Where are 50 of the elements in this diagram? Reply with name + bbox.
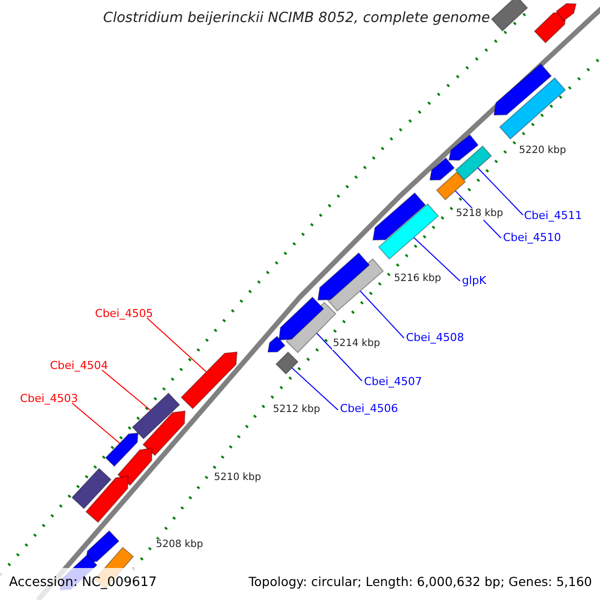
gene-label: Cbei_4510 — [503, 232, 561, 243]
scale-label: 5208 kbp — [155, 539, 204, 551]
gene-feature — [180, 351, 238, 410]
leader-line — [102, 370, 151, 411]
genome-info-text: Topology: circular; Length: 6,000,632 bp; Genes: 5,160 — [248, 576, 592, 588]
scale-label: 5212 kbp — [272, 404, 322, 416]
gene-feature — [436, 172, 466, 200]
leader-line — [477, 167, 524, 216]
gene-feature — [556, 3, 577, 22]
gene-feature — [132, 392, 180, 440]
gene-feature — [105, 432, 139, 467]
gene-feature — [317, 252, 370, 301]
gene-feature — [142, 410, 186, 456]
scale-label: 5210 kbp — [213, 472, 262, 484]
gene-feature — [429, 157, 455, 180]
gene-feature — [493, 63, 552, 116]
gene-feature — [278, 296, 324, 341]
leader-line — [360, 290, 404, 338]
title: Clostridium beijerinckii NCIMB 8052, complete genome — [103, 11, 490, 25]
gene-feature — [275, 351, 299, 375]
leader-line — [72, 402, 120, 444]
leader-line — [316, 332, 362, 382]
scale-label: 5214 kbp — [332, 338, 382, 350]
gene-feature — [490, 0, 528, 32]
gene-feature — [499, 77, 566, 140]
scale-label: 5220 kbp — [518, 145, 568, 157]
scale-label: 5216 kbp — [393, 273, 442, 285]
gene-feature — [85, 475, 129, 523]
gene-label: Cbei_4505 — [95, 308, 153, 319]
gene-feature — [372, 192, 426, 241]
gene-feature — [71, 468, 112, 510]
accession-text: Accession: NC_009617 — [9, 576, 157, 589]
gene-label: Cbei_4504 — [50, 360, 108, 371]
gene-feature — [378, 203, 439, 260]
gene-label: Cbei_4511 — [524, 210, 582, 221]
gene-label: glpK — [462, 275, 486, 286]
gene-label: Cbei_4507 — [364, 376, 422, 387]
gene-label: Cbei_4508 — [406, 332, 464, 343]
gene-feature — [85, 530, 120, 563]
scale-label: 5218 kbp — [455, 208, 504, 220]
leader-line — [291, 367, 338, 410]
gene-feature — [267, 336, 286, 352]
gene-feature — [448, 134, 479, 161]
gene-feature — [117, 447, 153, 486]
gene-feature — [534, 11, 567, 44]
gene-label: Cbei_4506 — [340, 403, 398, 414]
gene-label: Cbei_4503 — [20, 393, 78, 404]
leader-line — [413, 237, 460, 282]
leader-line — [146, 318, 207, 372]
gene-feature — [455, 145, 492, 181]
